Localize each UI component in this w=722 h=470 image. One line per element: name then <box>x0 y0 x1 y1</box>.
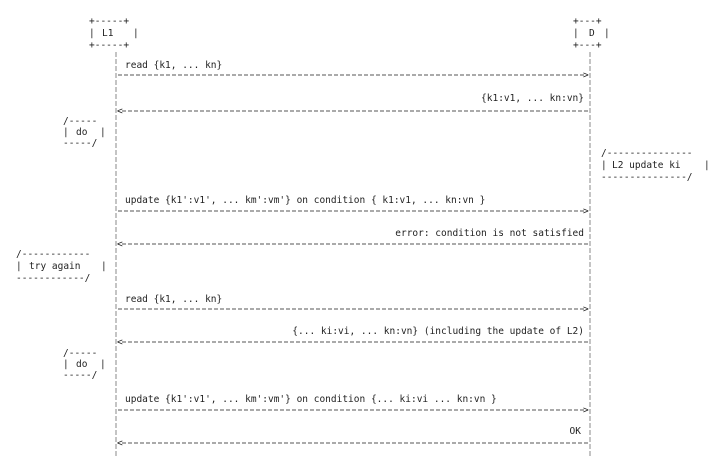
svg-text:-----/: -----/ <box>63 138 97 149</box>
note-do-1: /----- | do | -----/ <box>63 116 106 149</box>
participant-l1-label: L1 <box>102 28 114 39</box>
arrow-head-right: > <box>583 70 589 81</box>
message-label: {... ki:vi, ... kn:vn} (including the up… <box>292 326 584 337</box>
note-try-again: /------------ | try again | ------------… <box>16 249 107 284</box>
svg-text:-----/: -----/ <box>63 370 97 381</box>
message-6: {... ki:vi, ... kn:vn} (including the up… <box>117 326 588 348</box>
note-label: do <box>76 359 88 370</box>
message-4: error: condition is not satisfied < <box>117 228 588 250</box>
svg-text:+---+: +---+ <box>573 40 602 51</box>
participant-d-label: D <box>589 28 595 39</box>
participant-d: +---+ | D | +---+ <box>573 16 610 51</box>
message-label: OK <box>570 426 582 437</box>
svg-text:/---------------: /--------------- <box>601 148 693 159</box>
arrow-head-left: < <box>117 438 123 449</box>
svg-text:+-----+: +-----+ <box>89 16 129 27</box>
note-do-2: /----- | do | -----/ <box>63 348 106 381</box>
message-2: {k1:v1, ... kn:vn} < <box>117 93 588 117</box>
message-label: {k1:v1, ... kn:vn} <box>481 93 584 104</box>
svg-text:------------/: ------------/ <box>16 273 90 284</box>
arrow-head-right: > <box>583 405 589 416</box>
arrow-head-right: > <box>583 304 589 315</box>
svg-text:|: | <box>16 261 22 272</box>
svg-text:|: | <box>101 261 107 272</box>
note-label: do <box>76 127 88 138</box>
svg-text:|: | <box>100 127 106 138</box>
message-label: update {k1':v1', ... km':vm'} on conditi… <box>125 195 485 206</box>
note-l2-update: /--------------- | L2 update ki | ------… <box>601 148 710 183</box>
message-label: read {k1, ... kn} <box>125 294 222 305</box>
arrow-head-left: < <box>117 106 123 117</box>
svg-text:/-----: /----- <box>63 348 97 359</box>
svg-text:|: | <box>604 28 610 39</box>
svg-text:/------------: /------------ <box>16 249 90 260</box>
message-label: update {k1':v1', ... km':vm'} on conditi… <box>125 394 497 405</box>
message-7: update {k1':v1', ... km':vm'} on conditi… <box>118 394 589 416</box>
note-label: L2 update ki <box>612 160 681 171</box>
svg-text:|: | <box>63 127 69 138</box>
arrow-head-right: > <box>583 206 589 217</box>
svg-text:|: | <box>63 359 69 370</box>
message-label: read {k1, ... kn} <box>125 60 222 71</box>
svg-text:+---+: +---+ <box>573 16 602 27</box>
arrow-head-left: < <box>117 337 123 348</box>
svg-text:|: | <box>704 160 710 171</box>
svg-text:|: | <box>100 359 106 370</box>
participant-l1: +-----+ | L1 | +-----+ <box>89 16 139 51</box>
svg-text:/-----: /----- <box>63 116 97 127</box>
svg-text:|: | <box>133 28 139 39</box>
message-3: update {k1':v1', ... km':vm'} on conditi… <box>118 195 589 217</box>
message-label: error: condition is not satisfied <box>395 228 584 239</box>
message-8: OK < <box>117 426 588 449</box>
svg-text:|: | <box>601 160 607 171</box>
arrow-head-left: < <box>117 239 123 250</box>
note-label: try again <box>29 261 80 272</box>
svg-text:+-----+: +-----+ <box>89 40 129 51</box>
message-1: read {k1, ... kn} > <box>118 60 589 81</box>
message-5: read {k1, ... kn} > <box>118 294 589 315</box>
svg-text:---------------/: ---------------/ <box>601 172 693 183</box>
svg-text:|: | <box>89 28 95 39</box>
svg-text:|: | <box>573 28 579 39</box>
